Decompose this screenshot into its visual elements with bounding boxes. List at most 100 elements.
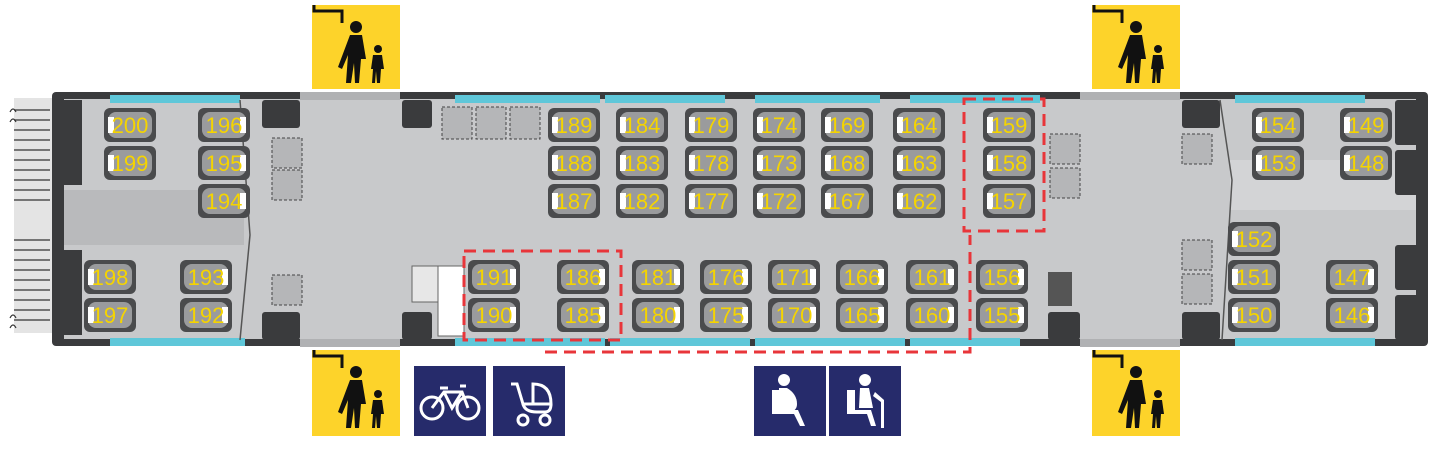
seat-number: 163 xyxy=(901,151,938,176)
seat-number: 172 xyxy=(761,189,798,214)
seat-number: 159 xyxy=(991,113,1028,138)
seat[interactable]: 189 xyxy=(548,108,600,142)
seat[interactable]: 174 xyxy=(753,108,805,142)
seat[interactable]: 148 xyxy=(1340,146,1392,180)
left-gangway xyxy=(9,98,54,333)
door-adult-child-icon xyxy=(1092,350,1180,436)
seat[interactable]: 193 xyxy=(180,260,232,294)
seat-number: 200 xyxy=(112,113,149,138)
seat[interactable]: 150 xyxy=(1228,298,1280,332)
luggage-rack xyxy=(411,265,441,303)
seat-number: 198 xyxy=(92,265,129,290)
seat[interactable]: 187 xyxy=(548,184,600,218)
seat[interactable]: 198 xyxy=(84,260,136,294)
seat-number: 187 xyxy=(556,189,593,214)
seat[interactable]: 177 xyxy=(685,184,737,218)
door-adult-child-icon xyxy=(312,5,400,89)
seat[interactable]: 188 xyxy=(548,146,600,180)
seat[interactable]: 186 xyxy=(557,260,609,294)
seat-number: 199 xyxy=(112,151,149,176)
seat-number: 150 xyxy=(1236,303,1273,328)
seat[interactable]: 167 xyxy=(821,184,873,218)
seat-number: 185 xyxy=(565,303,602,328)
seat-number: 149 xyxy=(1348,113,1385,138)
seat[interactable]: 162 xyxy=(893,184,945,218)
seat-number: 151 xyxy=(1236,265,1273,290)
seat[interactable]: 191 xyxy=(468,260,520,294)
seat-number: 188 xyxy=(556,151,593,176)
seat[interactable]: 194 xyxy=(198,184,250,218)
seat[interactable]: 197 xyxy=(84,298,136,332)
seat-number: 190 xyxy=(476,303,513,328)
seat-number: 197 xyxy=(92,303,129,328)
seat-number: 153 xyxy=(1260,151,1297,176)
door-adult-child-icon xyxy=(1092,5,1180,89)
seat[interactable]: 172 xyxy=(753,184,805,218)
seat[interactable]: 160 xyxy=(906,298,958,332)
elderly-passenger-icon xyxy=(829,366,901,436)
seat[interactable]: 153 xyxy=(1252,146,1304,180)
seat-number: 162 xyxy=(901,189,938,214)
seat[interactable]: 171 xyxy=(768,260,820,294)
seat[interactable]: 168 xyxy=(821,146,873,180)
seat[interactable]: 165 xyxy=(836,298,888,332)
seat[interactable]: 179 xyxy=(685,108,737,142)
seat[interactable]: 183 xyxy=(616,146,668,180)
seat[interactable]: 158 xyxy=(983,146,1035,180)
seat[interactable]: 190 xyxy=(468,298,520,332)
seat[interactable]: 182 xyxy=(616,184,668,218)
highlight-outlines xyxy=(462,97,1046,354)
seat-number: 161 xyxy=(914,265,951,290)
seat[interactable]: 164 xyxy=(893,108,945,142)
seat[interactable]: 176 xyxy=(700,260,752,294)
seat[interactable]: 199 xyxy=(104,146,156,180)
seat[interactable]: 166 xyxy=(836,260,888,294)
seat[interactable]: 184 xyxy=(616,108,668,142)
seat[interactable]: 161 xyxy=(906,260,958,294)
seat-number: 183 xyxy=(624,151,661,176)
seat-number: 192 xyxy=(188,303,225,328)
seat-number: 194 xyxy=(206,189,243,214)
seat[interactable]: 195 xyxy=(198,146,250,180)
seat-number: 179 xyxy=(693,113,730,138)
seat-number: 170 xyxy=(776,303,813,328)
seat[interactable]: 185 xyxy=(557,298,609,332)
seat-number: 146 xyxy=(1334,303,1371,328)
seat-number: 191 xyxy=(476,265,513,290)
seat[interactable]: 192 xyxy=(180,298,232,332)
seat[interactable]: 156 xyxy=(976,260,1028,294)
seat-number: 184 xyxy=(624,113,661,138)
seat[interactable]: 170 xyxy=(768,298,820,332)
seat-number: 173 xyxy=(761,151,798,176)
seat[interactable]: 147 xyxy=(1326,260,1378,294)
seat[interactable]: 196 xyxy=(198,108,250,142)
seat-number: 180 xyxy=(640,303,677,328)
seat[interactable]: 149 xyxy=(1340,108,1392,142)
seat[interactable]: 200 xyxy=(104,108,156,142)
seat[interactable]: 173 xyxy=(753,146,805,180)
seat[interactable]: 175 xyxy=(700,298,752,332)
seat[interactable]: 155 xyxy=(976,298,1028,332)
seat[interactable]: 181 xyxy=(632,260,684,294)
seat[interactable]: 163 xyxy=(893,146,945,180)
seat[interactable]: 154 xyxy=(1252,108,1304,142)
seat[interactable]: 159 xyxy=(983,108,1035,142)
seat[interactable]: 169 xyxy=(821,108,873,142)
seat-number: 186 xyxy=(565,265,602,290)
seat-number: 189 xyxy=(556,113,593,138)
seat[interactable]: 157 xyxy=(983,184,1035,218)
seat-number: 176 xyxy=(708,265,745,290)
seat[interactable]: 178 xyxy=(685,146,737,180)
seat-number: 155 xyxy=(984,303,1021,328)
seat[interactable]: 180 xyxy=(632,298,684,332)
seat-number: 181 xyxy=(640,265,677,290)
seat-number: 169 xyxy=(829,113,866,138)
seat[interactable]: 146 xyxy=(1326,298,1378,332)
seat-number: 195 xyxy=(206,151,243,176)
partitions xyxy=(64,100,1428,340)
seat[interactable]: 151 xyxy=(1228,260,1280,294)
seat[interactable]: 152 xyxy=(1228,222,1280,256)
door-openings xyxy=(300,92,1180,347)
